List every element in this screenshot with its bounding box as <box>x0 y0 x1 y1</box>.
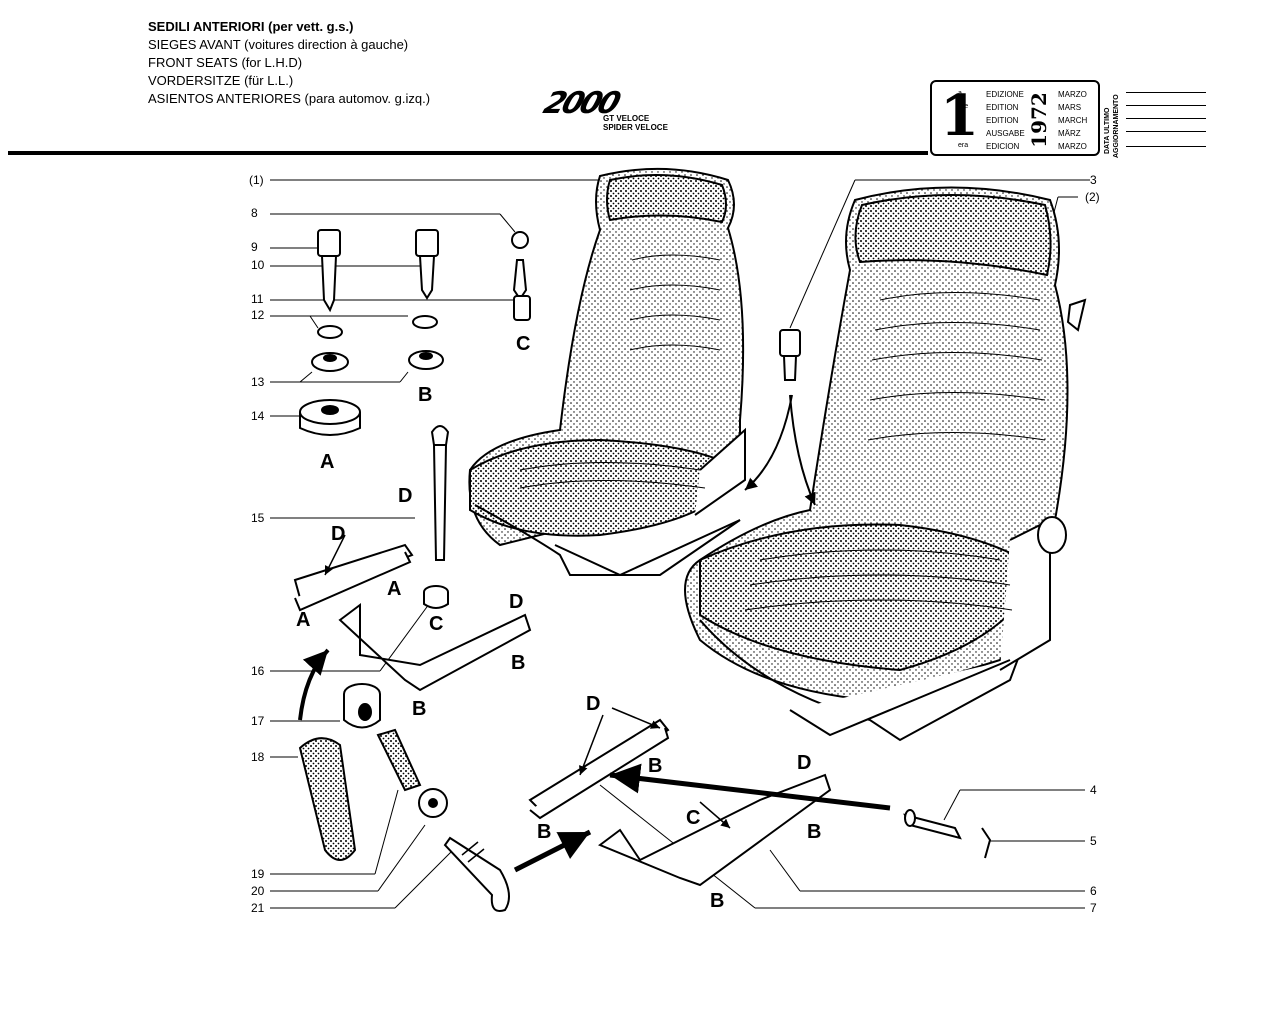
letter-c: C <box>429 613 444 635</box>
edition-box: 1 a ere st . era EDIZIONE EDITION EDITIO… <box>930 80 1100 156</box>
update-line <box>1126 146 1206 147</box>
letter-d: D <box>331 523 346 545</box>
letter-c: C <box>516 333 531 355</box>
edition-word: AUSGABE <box>986 129 1025 138</box>
break-mark <box>461 841 485 863</box>
title-de: VORDERSITZE (für L.L.) <box>148 73 294 88</box>
edition-words: EDIZIONE EDITION EDITION AUSGABE EDICION <box>986 88 1025 153</box>
callout-9: 9 <box>251 240 258 254</box>
edition-months: MARZO MARS MARCH MÄRZ MARZO <box>1058 88 1087 153</box>
small-parts <box>298 229 992 912</box>
callout-8: 8 <box>251 206 258 220</box>
callout-3: 3 <box>1090 173 1097 187</box>
letter-c: C <box>686 807 701 829</box>
letter-b: B <box>648 755 663 777</box>
edition-suffix: ere <box>958 103 969 110</box>
edition-word: EDICION <box>986 142 1020 151</box>
callout-6: 6 <box>1090 884 1097 898</box>
edition-word: EDIZIONE <box>986 90 1024 99</box>
callout-1: (1) <box>249 173 264 187</box>
title-es: ASIENTOS ANTERIORES (para automov. g.izq… <box>148 91 431 106</box>
edition-suffix: st <box>958 116 964 123</box>
variant-spider: SPIDER VELOCE <box>603 123 668 132</box>
letter-d: D <box>398 485 413 507</box>
seat-right <box>684 186 1087 742</box>
callout-19: 19 <box>251 867 265 881</box>
callout-13: 13 <box>251 375 265 389</box>
seat-runners <box>293 519 1011 887</box>
callout-12: 12 <box>251 308 265 322</box>
letter-d: D <box>586 693 601 715</box>
callout-2: (2) <box>1085 190 1100 204</box>
edition-month: MARS <box>1058 103 1082 112</box>
edition-suffix: . <box>958 129 960 136</box>
title-en: FRONT SEATS (for L.H.D) <box>148 55 303 70</box>
letter-a: A <box>387 578 402 600</box>
callout-14: 14 <box>251 409 265 423</box>
letter-a: A <box>296 609 311 631</box>
seat-left <box>468 167 746 576</box>
edition-month: MARCH <box>1058 116 1088 125</box>
letter-d: D <box>797 752 812 774</box>
callout-18: 18 <box>251 750 265 764</box>
callout-16: 16 <box>251 664 265 678</box>
variant-gt: GT VELOCE <box>603 114 650 123</box>
letter-b: B <box>412 698 427 720</box>
callout-10: 10 <box>251 258 265 272</box>
callout-7: 7 <box>1090 901 1097 915</box>
callout-17: 17 <box>251 714 265 728</box>
edition-suffix: a <box>958 90 962 97</box>
header-titles: SEDILI ANTERIORI (per vett. g.s.) SIEGES… <box>148 18 430 108</box>
edition-month: MARZO <box>1058 90 1087 99</box>
letter-b: B <box>511 652 526 674</box>
header-rule <box>8 151 928 155</box>
update-line <box>1126 105 1206 106</box>
callout-15: 15 <box>251 511 265 525</box>
letter-b: B <box>418 384 433 406</box>
letter-d: D <box>509 591 524 613</box>
update-line <box>1126 118 1206 119</box>
model-variants: GT VELOCE SPIDER VELOCE <box>603 114 668 132</box>
letter-a: A <box>320 451 335 473</box>
update-line <box>1126 92 1206 93</box>
edition-month: MARZO <box>1058 142 1087 151</box>
edition-month: MÄRZ <box>1058 129 1081 138</box>
letter-b: B <box>807 821 822 843</box>
edition-number: 1 <box>940 83 979 149</box>
callout-20: 20 <box>251 884 265 898</box>
edition-word: EDITION <box>986 103 1019 112</box>
edition-suffix: era <box>958 142 969 149</box>
edition-word: EDITION <box>986 116 1019 125</box>
letter-b: B <box>710 890 725 912</box>
title-fr: SIEGES AVANT (voitures direction à gauch… <box>148 37 409 52</box>
callout-21: 21 <box>251 901 265 915</box>
title-it: SEDILI ANTERIORI (per vett. g.s.) <box>148 19 354 34</box>
callout-4: 4 <box>1090 783 1097 797</box>
arrows <box>298 394 891 873</box>
update-line <box>1126 131 1206 132</box>
letter-b: B <box>537 821 552 843</box>
callout-11: 11 <box>251 292 264 306</box>
callout-5: 5 <box>1090 834 1097 848</box>
